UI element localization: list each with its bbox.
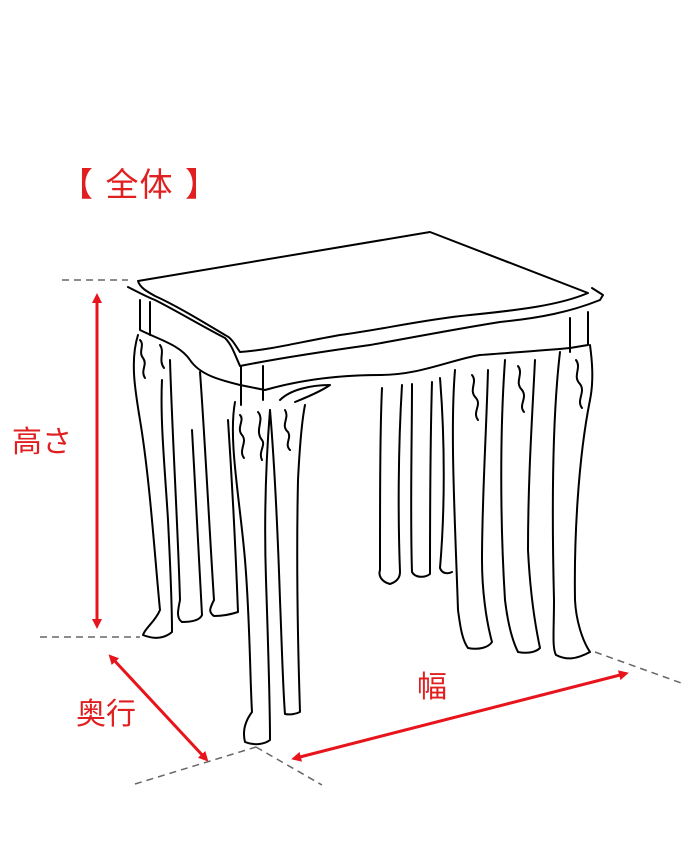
- width-left-guide: [255, 746, 323, 786]
- leg-carving-center: [238, 409, 291, 461]
- leg-front-right: [551, 344, 594, 660]
- depth-guide: [134, 746, 257, 785]
- leg-front-left-outer: [132, 334, 173, 639]
- leg-back-a: [378, 384, 403, 585]
- guide-lines: [40, 279, 685, 786]
- leg-carving-right: [575, 359, 583, 409]
- leg-carving-right-middle-b: [517, 365, 525, 413]
- height-dimension-label: 高さ: [12, 425, 72, 460]
- table-apron: [139, 299, 589, 391]
- width-dimension-label: 幅: [417, 670, 447, 705]
- title-label: 【 全体 】: [60, 165, 219, 204]
- leg-front-center-b: [269, 404, 306, 716]
- width-right-guide: [594, 651, 685, 685]
- stretcher-curve: [279, 384, 331, 403]
- depth-arrow: [108, 654, 209, 762]
- leg-back-b: [410, 381, 433, 578]
- leg-left-middle-b: [199, 371, 239, 617]
- depth-dimension-label: 奥行: [76, 697, 136, 732]
- leg-right-middle-b: [500, 359, 541, 654]
- leg-front-center: [231, 401, 271, 746]
- leg-right-middle: [451, 369, 493, 650]
- leg-carving-left: [139, 339, 165, 379]
- table-drawing: [127, 231, 604, 746]
- leg-left-middle-a: [169, 359, 203, 623]
- width-arrow: [291, 670, 629, 762]
- leg-back-c: [439, 377, 453, 575]
- dimension-arrows: [92, 293, 629, 762]
- table-top-surface: [137, 231, 589, 353]
- table-top-edge: [127, 286, 604, 367]
- leg-carving-right-middle: [471, 374, 479, 421]
